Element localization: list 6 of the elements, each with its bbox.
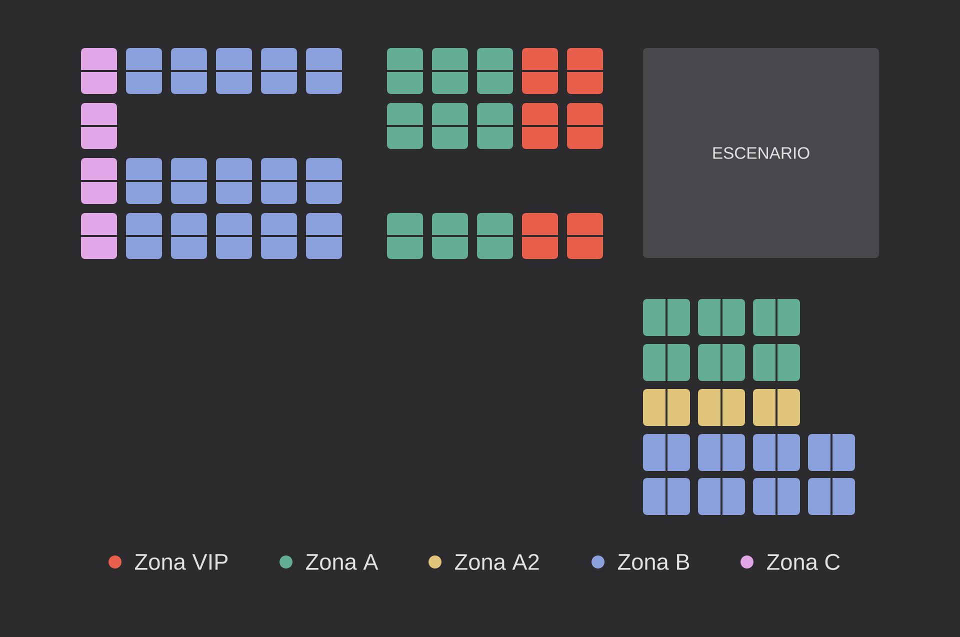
legend-label: Zona C — [766, 554, 840, 570]
legend-label: Zona B — [618, 554, 690, 570]
legend-label: Zona A2 — [454, 554, 539, 570]
legend-label: Zona VIP — [134, 554, 228, 570]
stage-box: ESCENARIO — [643, 48, 879, 258]
legend-label: Zona A — [306, 554, 378, 570]
